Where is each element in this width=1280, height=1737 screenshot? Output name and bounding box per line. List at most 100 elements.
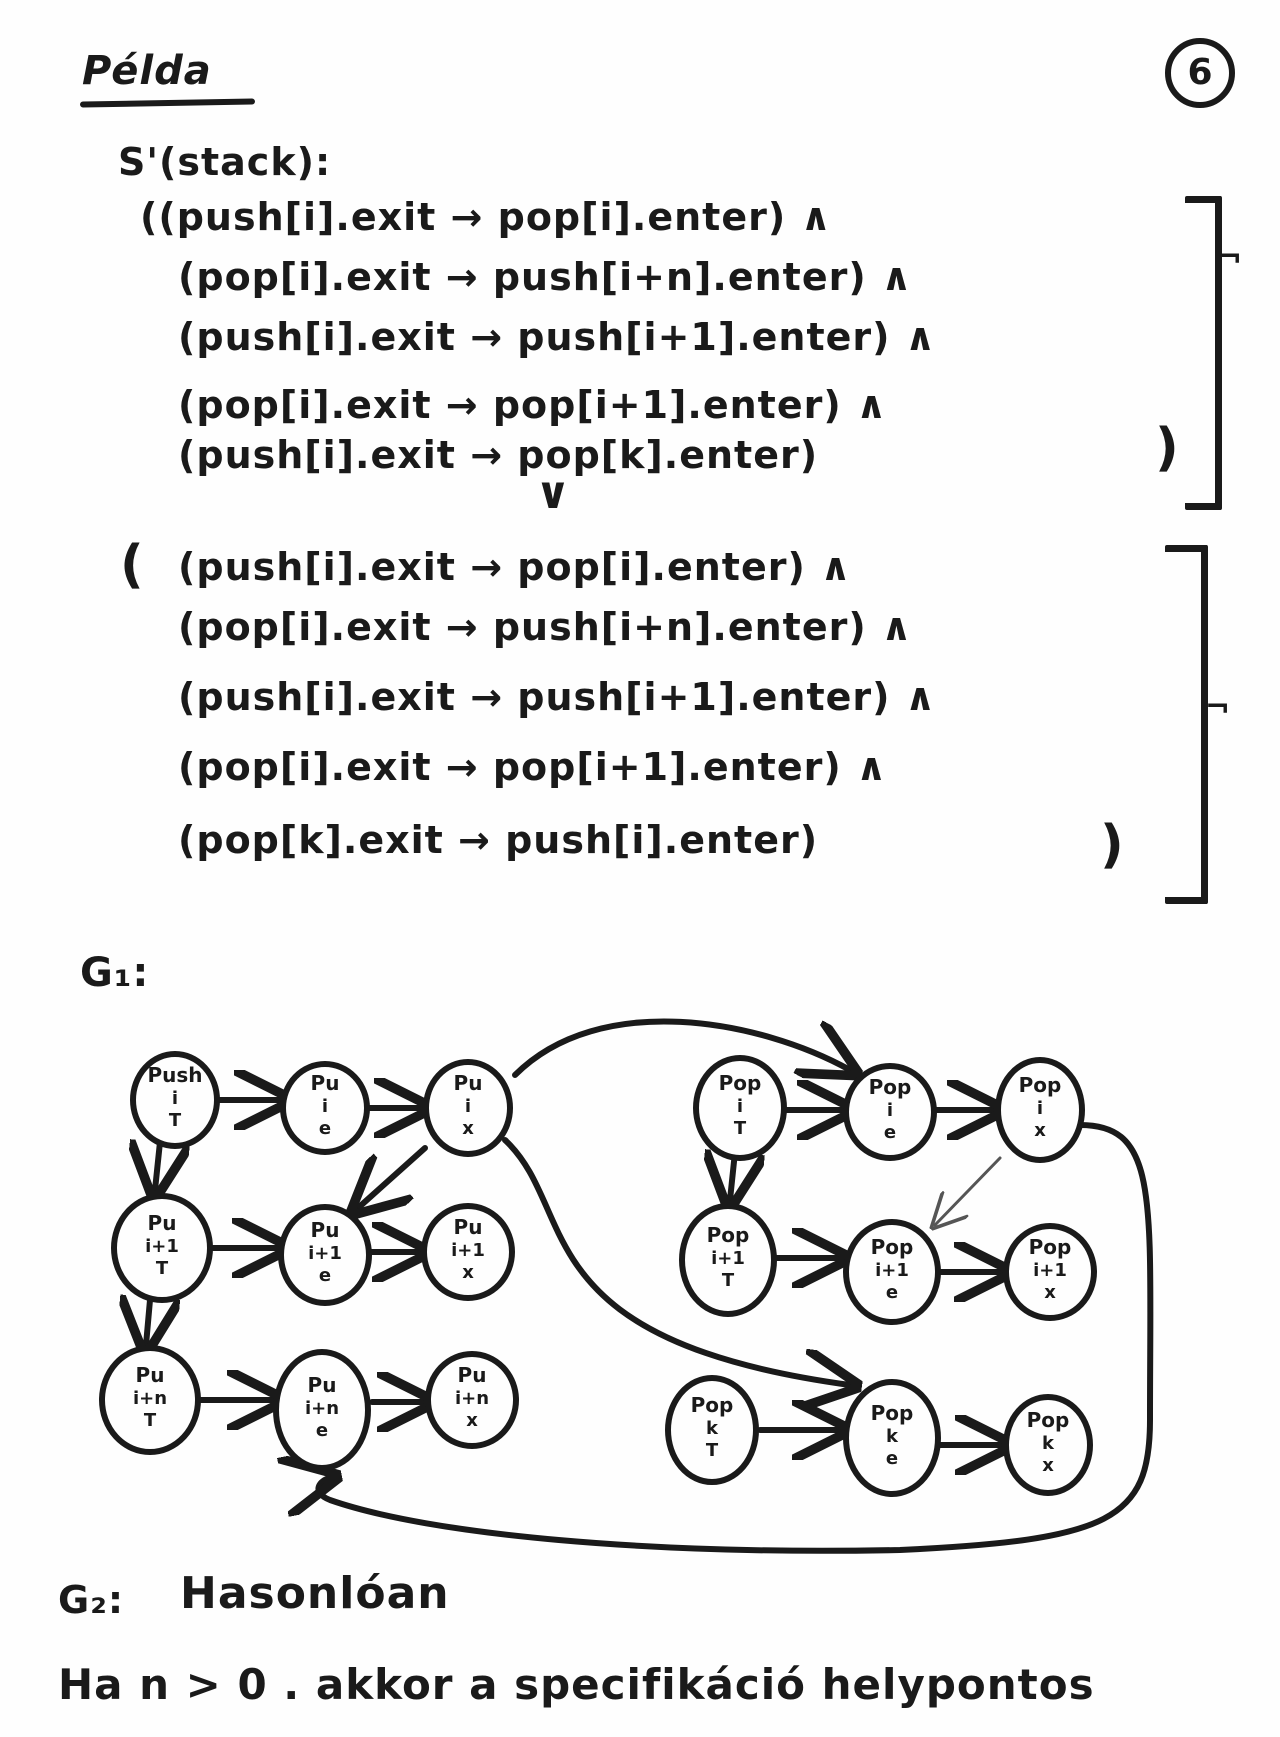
graph-node-n8: Pui+ne — [273, 1349, 371, 1471]
graph-node-n7: Pui+nT — [99, 1345, 201, 1455]
graph-node-label: T — [706, 1440, 719, 1461]
graph-node-label: T — [722, 1270, 735, 1291]
graph-node-label: e — [884, 1122, 896, 1143]
graph-node-label: i — [1037, 1098, 1043, 1119]
graph-node-label: e — [316, 1420, 328, 1441]
edge-n3-n11 — [512, 1018, 850, 1075]
or-connector: ∨ — [535, 468, 572, 519]
graph-node-label: Pu — [136, 1363, 165, 1387]
graph-node-label: T — [734, 1118, 747, 1139]
conclusion-text: Ha n > 0 . akkor a specifikáció helypont… — [58, 1660, 1095, 1709]
graph-node-n4: Pui+1T — [111, 1193, 213, 1303]
graph-node-label: Pu — [454, 1215, 483, 1239]
graph-node-label: i+n — [455, 1388, 489, 1409]
g2-text: Hasonlóan — [180, 1568, 450, 1619]
block1-line-4: (pop[i].exit → pop[i+1].enter) ∧ — [178, 383, 888, 427]
block2-line-1: (push[i].exit → pop[i].enter) ∧ — [178, 545, 852, 589]
graph-node-n5: Pui+1e — [278, 1204, 372, 1306]
block2-line-5: (pop[k].exit → push[i].enter) — [178, 818, 819, 862]
graph-node-label: e — [886, 1448, 898, 1469]
block2-bracket — [1165, 545, 1208, 904]
graph-node-label: Pop — [871, 1401, 914, 1425]
graph-node-label: i — [887, 1100, 893, 1121]
graph-node-label: i — [322, 1096, 328, 1117]
graph-node-label: Pu — [308, 1373, 337, 1397]
edge-n3-n5 — [358, 1145, 428, 1208]
graph-node-n9: Pui+nx — [425, 1351, 519, 1449]
block1-bracket — [1185, 196, 1222, 510]
graph-node-label: x — [462, 1262, 474, 1283]
block1-line-2: (pop[i].exit → push[i+n].enter) ∧ — [178, 255, 913, 299]
edge-n4-n7 — [146, 1300, 150, 1345]
g1-label: G₁: — [80, 950, 150, 996]
graph-node-label: i+1 — [451, 1240, 485, 1261]
graph-node-label: Pu — [454, 1071, 483, 1095]
block2-negation: ¬ — [1205, 690, 1231, 725]
graph-node-label: Pu — [311, 1071, 340, 1095]
graph-node-label: x — [462, 1118, 474, 1139]
graph-node-label: i+n — [133, 1388, 167, 1409]
graph-node-label: Pop — [869, 1075, 912, 1099]
g2-label: G₂: — [58, 1578, 125, 1622]
block2-line-4: (pop[i].exit → pop[i+1].enter) ∧ — [178, 745, 888, 789]
spec-label: S'(stack): — [118, 140, 332, 184]
graph-node-label: x — [1034, 1120, 1046, 1141]
graph-node-label: k — [1042, 1433, 1055, 1454]
graph-node-label: Pop — [719, 1071, 762, 1095]
graph-node-label: i+1 — [875, 1260, 909, 1281]
block1-close-paren: ) — [1155, 418, 1179, 478]
graph-node-label: k — [886, 1426, 899, 1447]
graph-node-label: i — [172, 1088, 178, 1109]
graph-node-label: x — [1042, 1455, 1054, 1476]
graph-node-label: Pu — [148, 1211, 177, 1235]
graph-node-label: i+1 — [308, 1243, 342, 1264]
graph-node-label: i+1 — [1033, 1260, 1067, 1281]
graph-node-label: i+1 — [711, 1248, 745, 1269]
graph-node-label: Pu — [458, 1363, 487, 1387]
page-number: 6 — [1165, 38, 1235, 108]
graph-node-label: x — [466, 1410, 478, 1431]
graph-node-label: i+1 — [145, 1236, 179, 1257]
block2-open-paren: ( — [120, 535, 144, 595]
graph-node-label: i — [737, 1096, 743, 1117]
page-title: Példa — [82, 48, 212, 94]
graph-node-label: e — [886, 1282, 898, 1303]
graph-node-label: e — [319, 1118, 331, 1139]
graph-node-label: Pop — [707, 1223, 750, 1247]
graph-node-label: Push — [147, 1063, 202, 1087]
graph-node-label: x — [1044, 1282, 1056, 1303]
graph-node-label: Pop — [1027, 1408, 1070, 1432]
block1-line-1: ((push[i].exit → pop[i].enter) ∧ — [140, 195, 833, 239]
edge-n12-n8 — [318, 1122, 1154, 1554]
g1-graph: PushiTPuiePuixPui+1TPui+1ePui+1xPui+nTPu… — [99, 1018, 1154, 1554]
graph-node-n6: Pui+1x — [421, 1203, 515, 1301]
block2-line-2: (pop[i].exit → push[i+n].enter) ∧ — [178, 605, 913, 649]
graph-node-label: Pop — [1029, 1235, 1072, 1259]
graph-node-label: e — [319, 1265, 331, 1286]
graph-node-label: T — [144, 1410, 157, 1431]
block1-line-3: (push[i].exit → push[i+1].enter) ∧ — [178, 315, 937, 359]
graph-node-label: Pop — [1019, 1073, 1062, 1097]
graph-node-label: T — [169, 1110, 182, 1131]
edge-n3-n17 — [502, 1137, 850, 1385]
graph-node-label: Pu — [311, 1218, 340, 1242]
edge-n1-n4 — [155, 1139, 160, 1190]
graph-node-label: i — [465, 1096, 471, 1117]
graph-node-label: k — [706, 1418, 719, 1439]
graph-node-label: Pop — [691, 1393, 734, 1417]
edge-n12-n14 — [935, 1156, 1002, 1225]
block2-line-3: (push[i].exit → push[i+1].enter) ∧ — [178, 675, 937, 719]
